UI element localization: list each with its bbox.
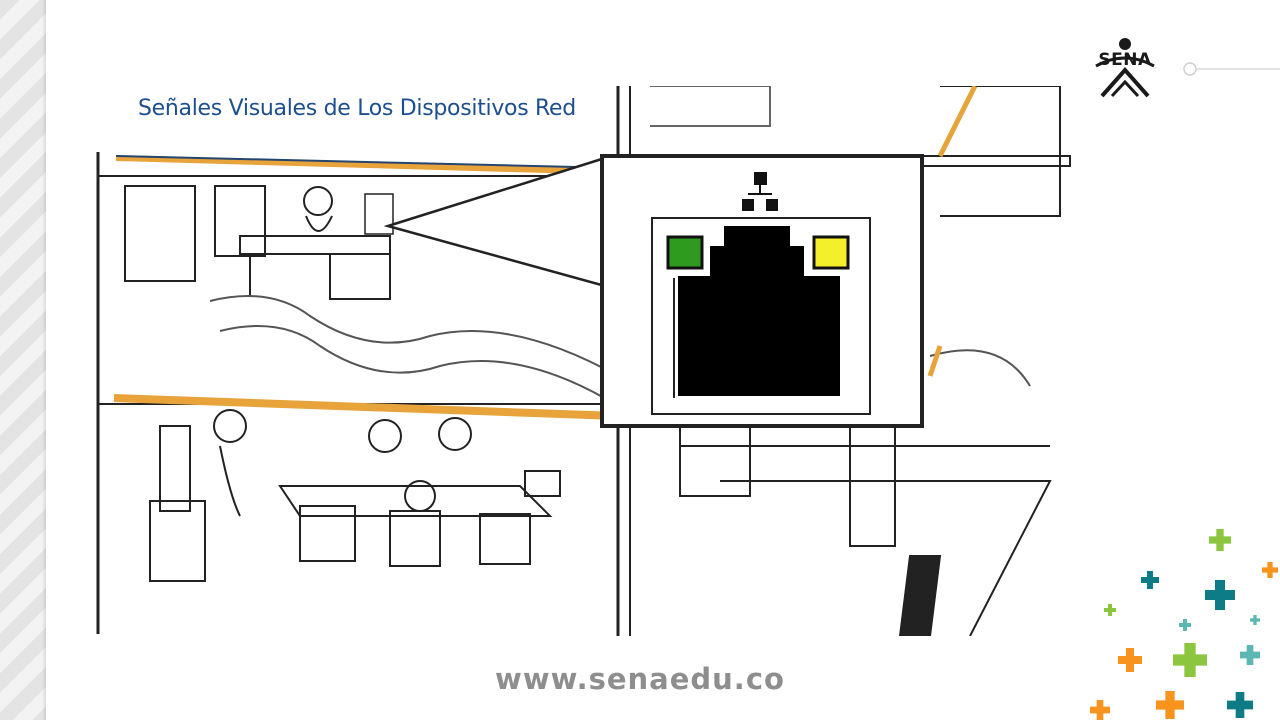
- link-led-green: [666, 235, 704, 270]
- activity-led-yellow: [812, 235, 850, 270]
- plus-shape: [1240, 645, 1260, 665]
- plus-shape: [1118, 648, 1142, 672]
- logo-text: SENA: [1098, 50, 1152, 70]
- plus-shape: [1173, 643, 1207, 677]
- plus-shape: [1250, 615, 1260, 625]
- network-illustration: Señales Visuales de Los Dispositivos Red: [70, 86, 1078, 636]
- header-ornament-line: [1183, 62, 1280, 76]
- sena-logo-mark: [1095, 38, 1155, 98]
- building-cutaway-drawing: [96, 86, 1071, 636]
- plus-shape: [1262, 562, 1278, 578]
- left-decorative-strip: [0, 0, 46, 720]
- plus-shape: [1209, 529, 1231, 551]
- plus-shape: [1104, 604, 1116, 616]
- plus-shape: [1179, 619, 1191, 631]
- plus-shape: [1205, 580, 1235, 610]
- plus-shape: [1227, 692, 1253, 718]
- corner-plus-decoration: [1090, 529, 1278, 720]
- slide-title: Señales Visuales de Los Dispositivos Red: [138, 96, 576, 121]
- plus-shape: [1141, 571, 1159, 589]
- network-port-zoom: [600, 154, 924, 428]
- plus-shape: [1156, 691, 1184, 719]
- footer-website-url: www.senaedu.co: [495, 662, 785, 696]
- plus-shape: [1090, 700, 1110, 720]
- sena-logo: SENA: [1082, 36, 1168, 100]
